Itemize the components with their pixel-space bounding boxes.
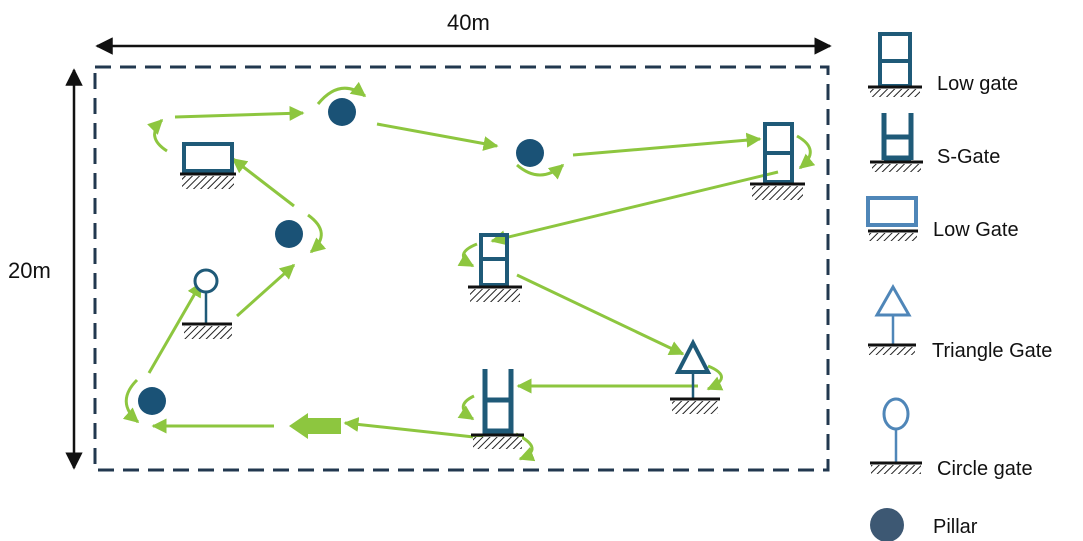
path-segment (572, 132, 762, 157)
path-segment (174, 105, 305, 121)
circle-gate (182, 268, 232, 339)
pillars (138, 98, 544, 415)
pillar (516, 139, 544, 167)
loop-arc (457, 394, 475, 421)
legend-label-low-gate: Low gate (937, 73, 1019, 95)
tall-frame-gate-icon (868, 32, 922, 97)
tall-frame-gate (468, 233, 522, 302)
triangle-gate-icon (868, 283, 916, 355)
legend-label-circle-gate: Circle gate (937, 458, 1033, 480)
field-boundary (93, 65, 830, 472)
direction-arrow (289, 413, 341, 439)
loop-arc (516, 163, 565, 180)
loop-arc (122, 378, 140, 424)
legend-label-triangle-gate: Triangle Gate (932, 340, 1053, 362)
height-label: 20m (8, 258, 51, 283)
loop-arc (796, 134, 816, 170)
path-segment (343, 417, 484, 440)
pillar (138, 387, 166, 415)
loop-arc (316, 81, 367, 105)
width-label: 40m (447, 10, 490, 35)
s-gate (471, 369, 524, 449)
legend-label-low-rect-gate: Low Gate (933, 219, 1019, 241)
path-segment (376, 122, 499, 151)
tall-frame-gate (750, 122, 805, 200)
path-segment (516, 273, 685, 356)
triangle-gate (670, 338, 720, 414)
path-segment (147, 281, 203, 374)
circle-gate-icon (870, 397, 922, 474)
flight-path (122, 81, 816, 462)
path-segment (235, 263, 296, 318)
loop-arc (307, 213, 327, 254)
pillar-icon (870, 508, 904, 541)
pillar (328, 98, 356, 126)
loop-arc (706, 364, 724, 391)
path-segment (490, 170, 779, 246)
legend-label-pillar: Pillar (933, 516, 978, 538)
pillar (275, 220, 303, 248)
loop-arc (457, 242, 478, 268)
legend-label-s-gate: S-Gate (937, 146, 1001, 168)
low-rect-gate (180, 142, 236, 189)
path-segment (231, 157, 295, 208)
s-gate-icon (870, 113, 923, 172)
low-rect-gate-icon (866, 196, 918, 241)
loop-arc (147, 118, 168, 153)
